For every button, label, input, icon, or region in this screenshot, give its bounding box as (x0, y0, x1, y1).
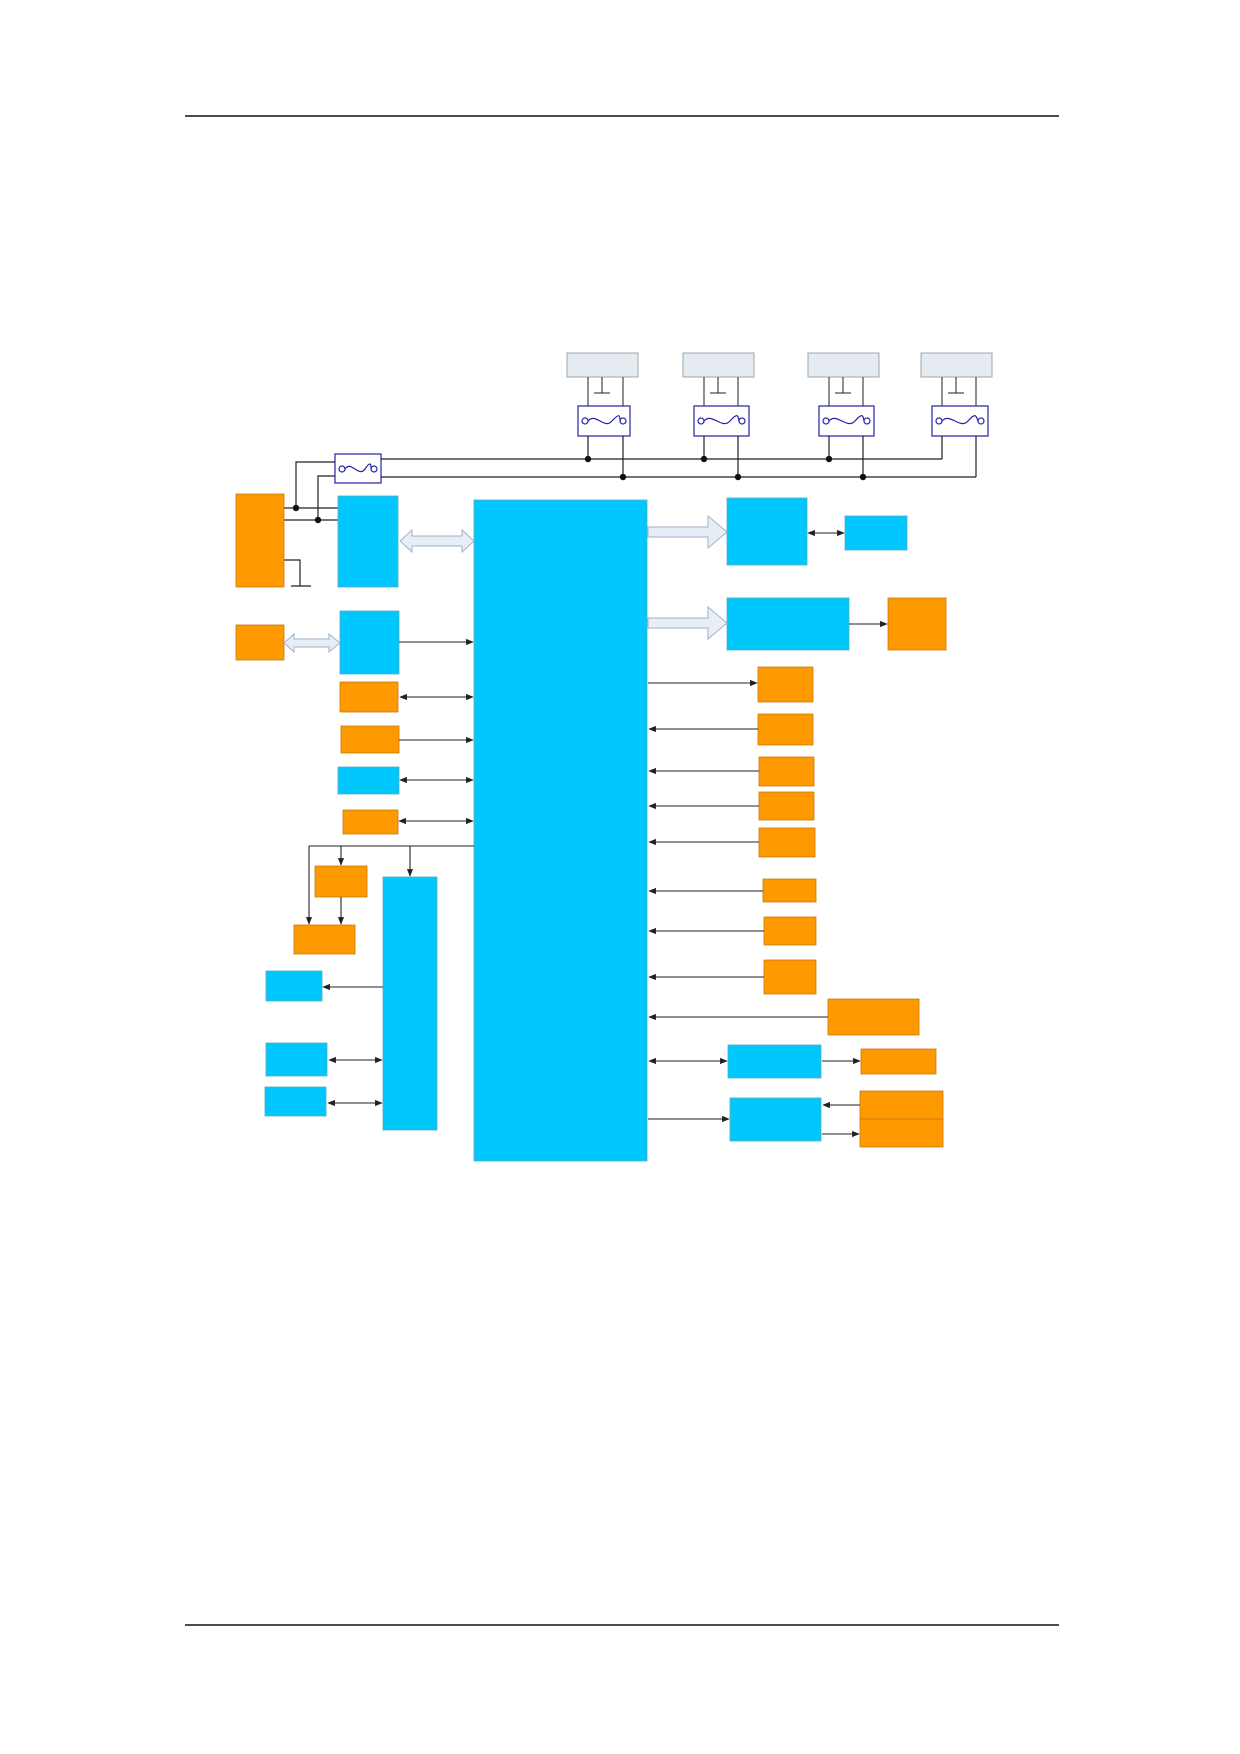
left-orange-5 (293, 924, 356, 955)
peripheral-block (235, 624, 285, 661)
right-driver-block-1 (727, 1044, 822, 1079)
bus-arrow-left-2 (283, 632, 341, 654)
fuse-group (334, 405, 989, 484)
orange-blocks (235, 493, 947, 1148)
bus-arrows (283, 514, 728, 654)
right-display-block-2 (726, 597, 850, 651)
fuse-2 (693, 405, 750, 437)
panel-group (566, 352, 993, 378)
lower-left-blue-block-2 (265, 1042, 328, 1077)
blue-blocks (264, 495, 908, 1162)
right-driver-block-2 (729, 1097, 822, 1142)
right-orange-big (887, 597, 947, 651)
lower-left-blue-block-3 (264, 1086, 327, 1117)
fuse-main (334, 453, 382, 484)
right-orange-5 (758, 827, 816, 858)
signal-wires (305, 529, 888, 1138)
lower-left-blue-block-1 (265, 970, 323, 1002)
right-orange-11 (859, 1118, 944, 1148)
bus-junction-dots (292, 455, 867, 524)
fuse-1 (577, 405, 631, 437)
panel-2 (682, 352, 755, 378)
right-orange-10 (859, 1090, 944, 1120)
panel-1 (566, 352, 639, 378)
bus-arrow-right-1 (647, 514, 728, 550)
left-orange-1 (339, 681, 399, 713)
right-orange-1 (757, 666, 814, 703)
left-interface-block-1 (337, 495, 399, 588)
bus-arrow-left-1 (399, 528, 475, 554)
left-orange-3 (342, 809, 399, 835)
left-interface-block-3 (337, 766, 400, 795)
right-display-block-1 (726, 497, 808, 566)
fuse-3 (818, 405, 875, 437)
left-interface-block-2 (339, 610, 400, 675)
right-orange-9 (860, 1048, 937, 1075)
right-orange-8 (763, 959, 817, 995)
power-source-block (235, 493, 285, 588)
right-small-block (844, 515, 908, 551)
left-orange-2 (340, 725, 400, 754)
power-bus-wires (284, 436, 977, 587)
right-orange-6 (762, 878, 817, 903)
main-processor-block (473, 499, 648, 1162)
fuse-4 (931, 405, 989, 437)
secondary-controller-block (382, 876, 438, 1131)
right-orange-7 (763, 916, 817, 946)
left-orange-4 (314, 865, 368, 898)
panel-ground-ticks (587, 377, 977, 406)
right-orange-4 (758, 791, 815, 821)
right-orange-wide (827, 998, 920, 1036)
panel-4 (920, 352, 993, 378)
bus-arrow-right-2 (647, 605, 728, 641)
right-orange-3 (758, 756, 815, 787)
panel-3 (807, 352, 880, 378)
right-orange-2 (757, 713, 814, 746)
